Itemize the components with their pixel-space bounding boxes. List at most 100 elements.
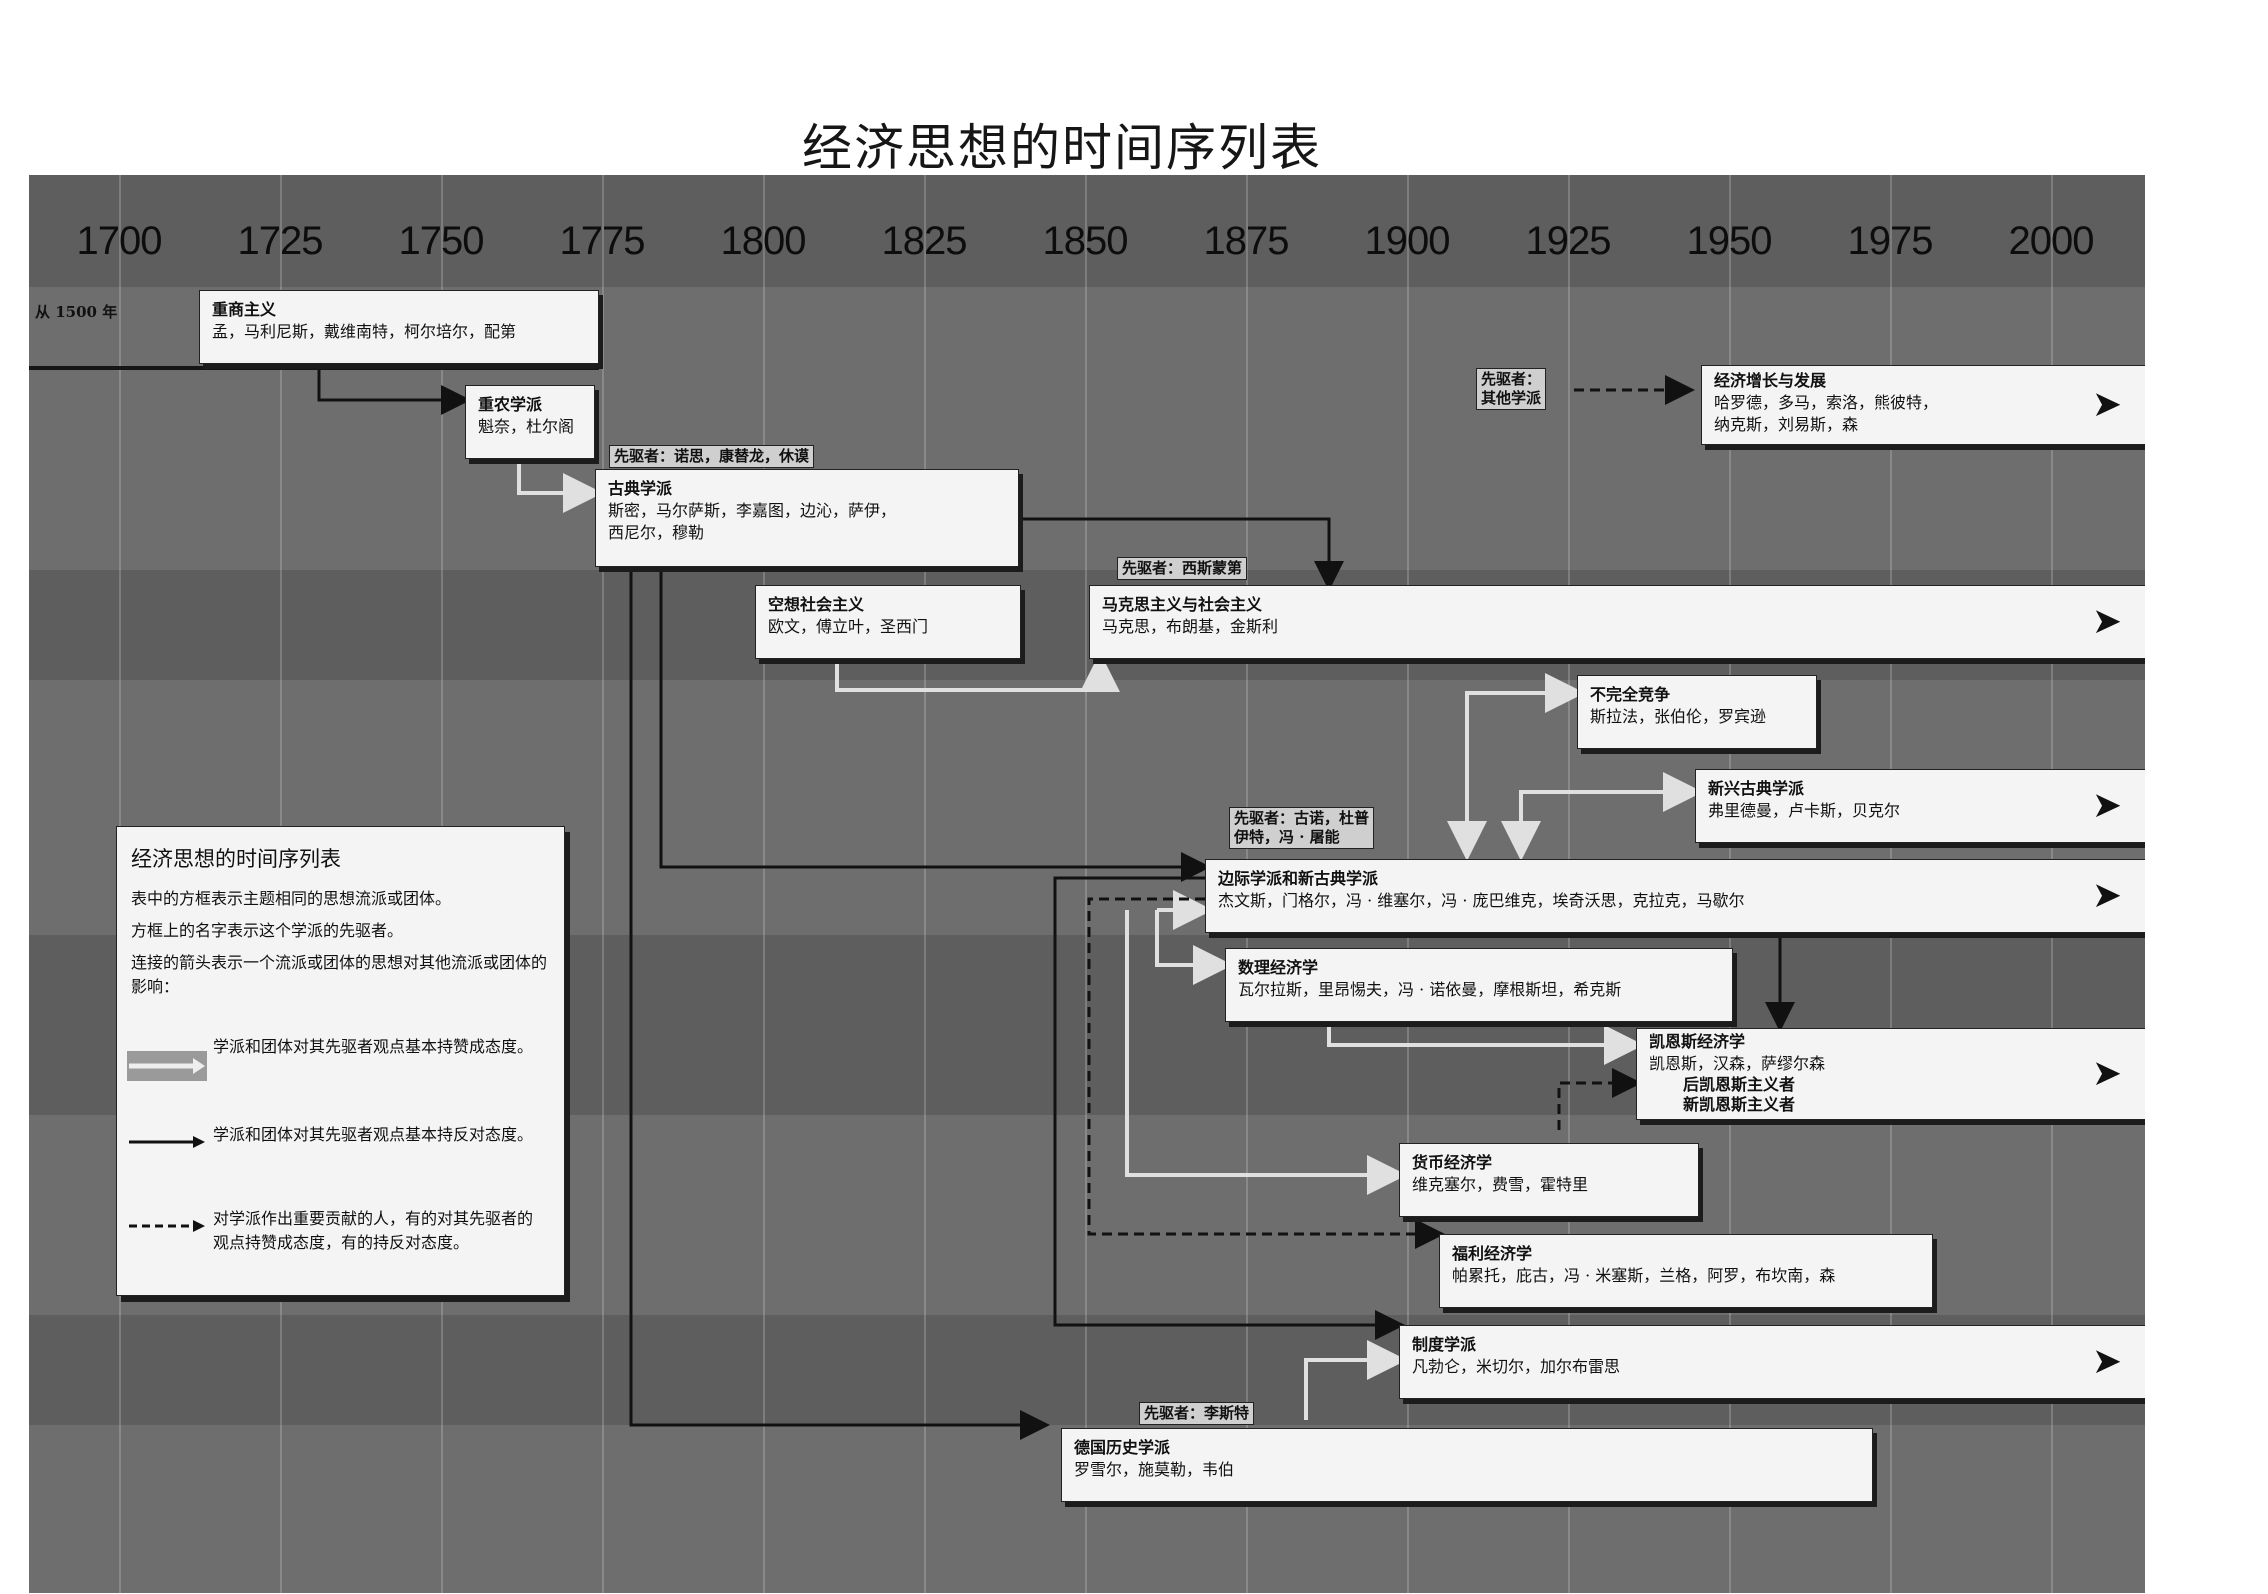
precursor-line: 伊特，冯 · 屠能 (1234, 828, 1340, 846)
school-monetary-economics: 货币经济学 维克塞尔，费雪，霍特里 (1399, 1143, 1699, 1217)
arrow-marginal-institutional (1053, 876, 1405, 1340)
year-tick-label: 1875 (1203, 219, 1290, 263)
precursor-growth: 先驱者： 其他学派 (1476, 368, 1547, 410)
school-name: 重商主义 (212, 300, 277, 319)
school-imperfect-competition: 不完全竞争 斯拉法，张伯伦，罗宾逊 (1577, 675, 1817, 749)
school-name: 德国历史学派 (1074, 1438, 1171, 1457)
school-institutional: 制度学派 凡勃仑，米切尔，加尔布雷思 ➤ (1399, 1325, 2145, 1399)
school-welfare-economics: 福利经济学 帕累托，庇古，冯 · 米塞斯，兰格，阿罗，布坎南，森 (1439, 1234, 1933, 1308)
continues-arrow-icon: ➤ (2091, 875, 2122, 916)
school-people: 弗里德曼，卢卡斯，贝克尔 (1708, 801, 1901, 820)
precursor-historical: 先驱者：李斯特 (1139, 1402, 1255, 1425)
school-people: 魁奈，杜尔阁 (478, 417, 575, 436)
arrow-classical-marxism (1019, 517, 1344, 591)
year-tick-label: 1950 (1686, 219, 1773, 263)
school-growth: 经济增长与发展 哈罗德，多马，索洛，熊彼特， 纳克斯，刘易斯，森 ➤ (1701, 365, 2145, 445)
school-name: 福利经济学 (1452, 1244, 1533, 1263)
legend-text: 表中的方框表示主题相同的思想流派或团体。 (131, 889, 452, 908)
year-tick-label: 1750 (398, 219, 485, 263)
school-utopian: 空想社会主义 欧文，傅立叶，圣西门 (755, 585, 1021, 659)
school-people: 纳克斯，刘易斯，森 (1714, 415, 1859, 434)
arrow-marginal-mathematical (1155, 910, 1233, 985)
legend-text: 对学派作出重要贡献的人，有的对其先驱者的观点持赞成态度，有的持反对态度。 (213, 1209, 534, 1252)
school-name: 边际学派和新古典学派 (1218, 869, 1379, 888)
school-people: 斯密，马尔萨斯，李嘉图，边沁，萨伊， (608, 501, 897, 520)
arrow-classical-historical (629, 570, 1050, 1440)
school-people: 斯拉法，张伯伦，罗宾逊 (1590, 707, 1767, 726)
legend: 经济思想的时间序列表 表中的方框表示主题相同的思想流派或团体。 方框上的名字表示… (116, 826, 565, 1296)
dark-arrow-icon (129, 1136, 205, 1148)
school-name: 货币经济学 (1412, 1153, 1493, 1172)
arrow-mercantilism-physiocrats (317, 370, 471, 415)
school-people: 凡勃仑，米切尔，加尔布雷思 (1412, 1357, 1621, 1376)
year-tick-label: 1900 (1364, 219, 1451, 263)
legend-text: 连接的箭头表示一个流派或团体的思想对其他流派或团体的影响： (131, 953, 548, 996)
continues-arrow-icon: ➤ (2091, 785, 2122, 826)
school-people: 欧文，傅立叶，圣西门 (768, 617, 929, 636)
arrow-mathematical-keynesian (1327, 1023, 1644, 1065)
school-subgroup: 后凯恩斯主义者 (1683, 1075, 1796, 1094)
arrow-classical-marginal (659, 570, 1211, 882)
arrow-physiocrats-classical (517, 460, 603, 513)
legend-text: 方框上的名字表示这个学派的先驱者。 (131, 921, 404, 940)
legend-item-mixed: 对学派作出重要贡献的人，有的对其先驱者的观点持赞成态度，有的持反对态度。 (127, 1207, 547, 1255)
continues-arrow-icon: ➤ (2091, 601, 2122, 642)
school-people: 哈罗德，多马，索洛，熊彼特， (1714, 393, 1939, 412)
year-tick-label: 1975 (1847, 219, 1934, 263)
school-name: 空想社会主义 (768, 595, 865, 614)
legend-item-agree: 学派和团体对其先驱者观点基本持赞成态度。 (127, 1035, 547, 1081)
continues-arrow-icon: ➤ (2091, 1341, 2122, 1382)
year-gridline (924, 175, 926, 1593)
school-subgroup: 新凯恩斯主义者 (1683, 1095, 1796, 1114)
year-tick-label: 1775 (559, 219, 646, 263)
school-people: 杰文斯，门格尔，冯 · 维塞尔，冯 · 庞巴维克，埃奇沃思，克拉克，马歇尔 (1218, 891, 1745, 910)
year-tick-label: 1850 (1042, 219, 1129, 263)
arrow-monetary-keynesian (1557, 1068, 1642, 1130)
year-tick-label: 1825 (881, 219, 968, 263)
school-name: 重农学派 (478, 395, 543, 414)
school-people: 马克思，布朗基，金斯利 (1102, 617, 1279, 636)
school-name: 古典学派 (608, 479, 673, 498)
header-band (29, 175, 2145, 287)
arrow-marginal-newclassical (1519, 772, 1703, 812)
school-people: 瓦尔拉斯，里昂惕夫，冯 · 诺依曼，摩根斯坦，希克斯 (1238, 980, 1622, 999)
arrow-marginal-welfare (1087, 897, 1445, 1249)
school-mercantilism: 重商主义 孟，马利尼斯，戴维南特，柯尔培尔，配第 (199, 290, 599, 364)
precursor-line: 先驱者： (1481, 370, 1542, 388)
school-classical: 古典学派 斯密，马尔萨斯，李嘉图，边沁，萨伊， 西尼尔，穆勒 (595, 469, 1019, 567)
legend-text: 学派和团体对其先驱者观点基本持反对态度。 (213, 1125, 534, 1144)
school-name: 经济增长与发展 (1714, 371, 1827, 390)
legend-title: 经济思想的时间序列表 (131, 847, 341, 871)
school-name: 马克思主义与社会主义 (1102, 595, 1263, 614)
precursor-marginal: 先驱者：古诺，杜普 伊特，冯 · 屠能 (1229, 807, 1375, 849)
school-people: 孟，马利尼斯，戴维南特，柯尔培尔，配第 (212, 322, 517, 341)
year-tick-label: 1725 (237, 219, 324, 263)
school-people: 维克塞尔，费雪，霍特里 (1412, 1175, 1589, 1194)
dashed-arrow-icon (129, 1220, 205, 1232)
school-name: 不完全竞争 (1590, 685, 1671, 704)
school-people: 罗雪尔，施莫勒，韦伯 (1074, 1460, 1235, 1479)
continues-arrow-icon: ➤ (2091, 1053, 2122, 1094)
year-tick-label: 1925 (1525, 219, 1612, 263)
legend-text: 学派和团体对其先驱者观点基本持赞成态度。 (213, 1037, 534, 1056)
school-name: 数理经济学 (1238, 958, 1319, 977)
school-name: 制度学派 (1412, 1335, 1477, 1354)
year-tick-label: 1800 (720, 219, 807, 263)
page-title: 经济思想的时间序列表 (802, 119, 1322, 177)
year-gridline (602, 175, 604, 1593)
school-people: 帕累托，庇古，冯 · 米塞斯，兰格，阿罗，布坎南，森 (1452, 1266, 1836, 1285)
start-label: 从 1500 年 (35, 303, 118, 321)
school-people: 凯恩斯，汉森，萨缪尔森 (1649, 1054, 1826, 1073)
school-physiocrats: 重农学派 魁奈，杜尔阁 (465, 385, 595, 459)
light-arrow-icon (127, 1051, 207, 1081)
school-german-historical: 德国历史学派 罗雪尔，施莫勒，韦伯 (1061, 1428, 1873, 1502)
school-marxism: 马克思主义与社会主义 马克思，布朗基，金斯利 ➤ (1089, 585, 2145, 659)
arrow-historical-institutional (1304, 1340, 1407, 1420)
precursor-line: 其他学派 (1481, 389, 1542, 407)
arrow-marginal-monetary (1125, 910, 1407, 1195)
year-gridline (1085, 175, 1087, 1593)
year-tick-label: 2000 (2008, 219, 2095, 263)
continues-arrow-icon: ➤ (2091, 384, 2122, 425)
school-mathematical-economics: 数理经济学 瓦尔拉斯，里昂惕夫，冯 · 诺依曼，摩根斯坦，希克斯 (1225, 948, 1733, 1022)
